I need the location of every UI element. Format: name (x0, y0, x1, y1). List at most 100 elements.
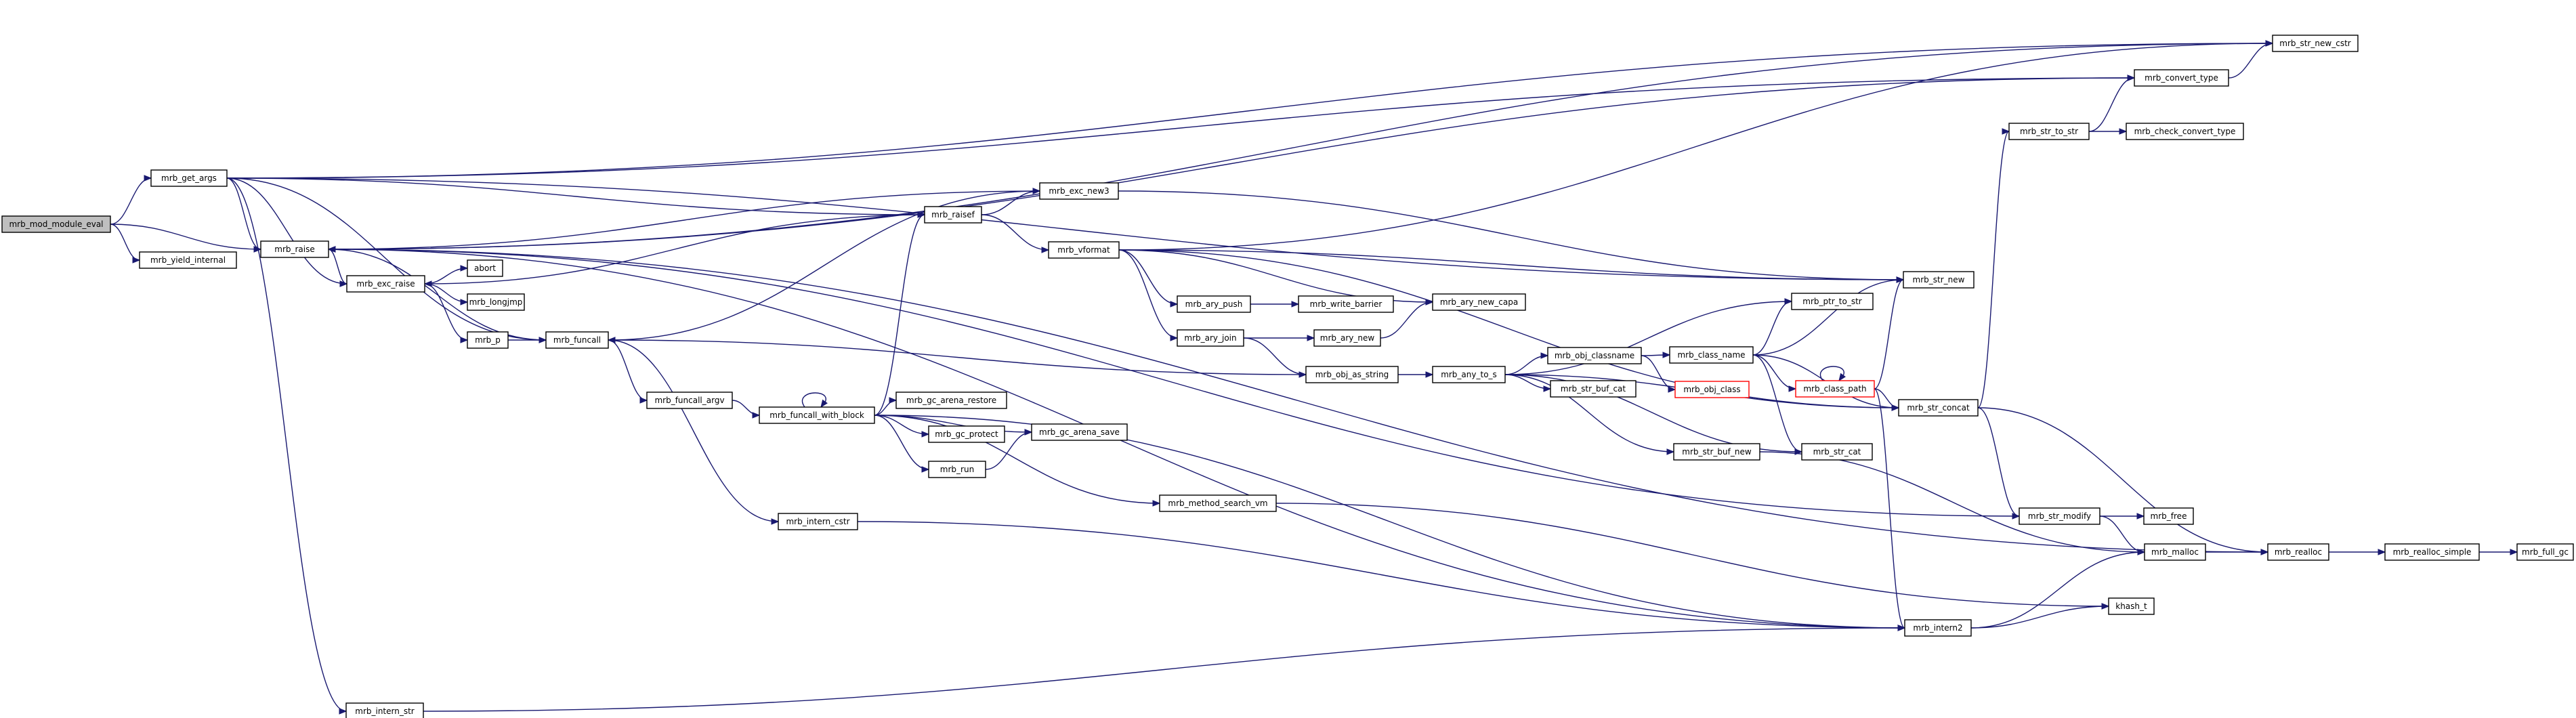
edge-mrb_raisef-to-mrb_exc_raise-arrowhead (423, 280, 432, 287)
node-mrb_gc_arena_restore[interactable]: mrb_gc_arena_restore (895, 392, 1007, 409)
node-mrb_str_new_cstr[interactable]: mrb_str_new_cstr (2272, 35, 2359, 52)
node-box-mrb_str_to_str (2008, 123, 2090, 140)
node-mrb_ary_join[interactable]: mrb_ary_join (1177, 329, 1244, 347)
node-mrb_gc_protect[interactable]: mrb_gc_protect (928, 425, 1005, 443)
edge-mrb_funcall_argv-to-mrb_funcall_with_block (732, 400, 760, 416)
edge-mrb_obj_as_string-to-mrb_funcall-arrowhead (607, 337, 616, 343)
node-khash_t[interactable]: khash_t (2108, 597, 2155, 615)
node-label-mrb_str_concat: mrb_str_concat (1907, 403, 1970, 413)
node-box-mrb_ary_new (1313, 329, 1381, 347)
node-mrb_str_modify[interactable]: mrb_str_modify (2019, 507, 2100, 525)
node-mrb_ary_new[interactable]: mrb_ary_new (1313, 329, 1381, 347)
node-box-mrb_class_name (1669, 346, 1754, 364)
node-label-mrb_intern2: mrb_intern2 (1913, 623, 1962, 633)
node-mrb_raisef[interactable]: mrb_raisef (924, 206, 982, 224)
node-mrb_funcall_argv[interactable]: mrb_funcall_argv (646, 392, 733, 409)
node-label-mrb_convert_type: mrb_convert_type (2145, 73, 2218, 83)
edge-mrb_intern_str-to-mrb_intern2 (423, 627, 1905, 712)
edge-mrb_ary_push-to-mrb_write_barrier-arrowhead (1291, 301, 1300, 308)
node-label-mrb_ptr_to_str: mrb_ptr_to_str (1802, 297, 1862, 306)
node-mrb_p[interactable]: mrb_p (467, 331, 509, 349)
edge-mrb_raise-to-mrb_exc_raise (328, 249, 347, 284)
node-box-mrb_realloc (2267, 543, 2329, 561)
edge-mrb_any_to_s-to-mrb_obj_classname-arrowhead (1540, 352, 1549, 359)
node-mrb_str_concat[interactable]: mrb_str_concat (1898, 399, 1979, 417)
node-mrb_any_to_s[interactable]: mrb_any_to_s (1432, 366, 1506, 383)
node-box-khash_t (2108, 597, 2155, 615)
node-mrb_str_new[interactable]: mrb_str_new (1903, 271, 1975, 289)
node-box-mrb_check_convert_type (2126, 123, 2244, 140)
node-mrb_realloc_simple[interactable]: mrb_realloc_simple (2384, 543, 2480, 561)
node-box-mrb_exc_raise (346, 275, 425, 293)
edge-mrb_any_to_s-to-mrb_str_buf_new-arrowhead (1666, 448, 1675, 455)
node-label-mrb_yield_internal: mrb_yield_internal (150, 255, 226, 265)
node-abort[interactable]: abort (467, 259, 503, 277)
node-label-mrb_str_modify: mrb_str_modify (2028, 511, 2091, 521)
nodes-layer: mrb_mod_module_eval mrb_get_args mrb_raise… (1, 35, 2574, 718)
node-label-mrb_gc_protect: mrb_gc_protect (935, 429, 998, 439)
node-mrb_vformat[interactable]: mrb_vformat (1048, 241, 1120, 259)
node-mrb_free[interactable]: mrb_free (2143, 507, 2194, 525)
edge-mrb_raise-to-mrb_exc_raise-arrowhead (339, 280, 348, 287)
node-mrb_ary_new_capa[interactable]: mrb_ary_new_capa (1432, 293, 1526, 311)
node-label-mrb_gc_arena_save: mrb_gc_arena_save (1039, 427, 1120, 437)
node-box-mrb_method_search_vm (1159, 494, 1277, 512)
edge-mrb_class_path-to-mrb_class_path-arrowhead (1838, 373, 1846, 382)
node-box-mrb_realloc_simple (2384, 543, 2480, 561)
node-mrb_obj_classname[interactable]: mrb_obj_classname (1547, 347, 1642, 364)
node-mrb_mod_module_eval[interactable]: mrb_mod_module_eval (1, 215, 111, 233)
edge-mrb_method_search_vm-to-khash_t (1275, 503, 2109, 607)
edge-mrb_raise-to-mrb_exc_new3 (328, 190, 1040, 250)
node-mrb_convert_type[interactable]: mrb_convert_type (2134, 69, 2229, 87)
node-mrb_raise[interactable]: mrb_raise (260, 240, 329, 258)
node-mrb_intern_cstr[interactable]: mrb_intern_cstr (778, 513, 858, 530)
node-mrb_class_path[interactable]: mrb_class_path (1795, 380, 1875, 398)
edge-mrb_exc_raise-to-abort-arrowhead (460, 265, 469, 272)
node-label-mrb_obj_class: mrb_obj_class (1683, 385, 1740, 394)
node-mrb_check_convert_type[interactable]: mrb_check_convert_type (2126, 123, 2244, 140)
edge-mrb_raisef-to-mrb_exc_raise (424, 214, 925, 284)
node-mrb_ary_push[interactable]: mrb_ary_push (1177, 295, 1251, 313)
node-mrb_get_args[interactable]: mrb_get_args (150, 169, 228, 187)
node-mrb_obj_as_string[interactable]: mrb_obj_as_string (1305, 366, 1399, 383)
edge-mrb_vformat-to-mrb_ary_push (1118, 249, 1178, 305)
node-mrb_obj_class[interactable]: mrb_obj_class (1674, 381, 1750, 398)
node-mrb_intern_str[interactable]: mrb_intern_str (345, 702, 424, 718)
node-mrb_realloc[interactable]: mrb_realloc (2267, 543, 2329, 561)
node-mrb_write_barrier[interactable]: mrb_write_barrier (1298, 295, 1394, 313)
edge-mrb_exc_raise-to-mrb_longjmp-arrowhead (460, 299, 469, 305)
edge-mrb_get_args-to-mrb_str_new (226, 177, 1904, 280)
edge-mrb_vformat-to-mrb_ary_push-arrowhead (1170, 301, 1179, 308)
node-mrb_str_to_str[interactable]: mrb_str_to_str (2008, 123, 2090, 140)
edge-mrb_funcall_with_block-to-mrb_run-arrowhead (921, 466, 930, 473)
node-mrb_str_cat[interactable]: mrb_str_cat (1801, 443, 1873, 461)
node-mrb_exc_raise[interactable]: mrb_exc_raise (346, 275, 425, 293)
node-mrb_full_gc[interactable]: mrb_full_gc (2516, 543, 2574, 561)
node-mrb_intern2[interactable]: mrb_intern2 (1904, 619, 1972, 637)
edge-mrb_funcall-to-mrb_raise (328, 249, 547, 341)
node-label-mrb_full_gc: mrb_full_gc (2522, 547, 2569, 557)
node-box-mrb_full_gc (2516, 543, 2574, 561)
edges-layer (110, 40, 2518, 715)
node-mrb_str_buf_cat[interactable]: mrb_str_buf_cat (1550, 380, 1637, 398)
node-mrb_run[interactable]: mrb_run (928, 461, 986, 478)
node-mrb_funcall_with_block[interactable]: mrb_funcall_with_block (759, 406, 875, 424)
node-mrb_yield_internal[interactable]: mrb_yield_internal (139, 251, 237, 269)
node-mrb_method_search_vm[interactable]: mrb_method_search_vm (1159, 494, 1277, 512)
node-mrb_exc_new3[interactable]: mrb_exc_new3 (1039, 182, 1119, 200)
node-label-mrb_mod_module_eval: mrb_mod_module_eval (9, 219, 103, 229)
node-label-mrb_intern_cstr: mrb_intern_cstr (786, 517, 849, 526)
node-mrb_funcall[interactable]: mrb_funcall (545, 331, 609, 349)
node-mrb_class_name[interactable]: mrb_class_name (1669, 346, 1754, 364)
node-mrb_malloc[interactable]: mrb_malloc (2144, 543, 2206, 561)
edge-mrb_realloc-to-mrb_realloc_simple-arrowhead (2378, 549, 2386, 555)
node-mrb_gc_arena_save[interactable]: mrb_gc_arena_save (1031, 423, 1128, 441)
node-mrb_longjmp[interactable]: mrb_longjmp (467, 293, 525, 311)
edge-mrb_funcall-to-mrb_intern_cstr (608, 339, 779, 522)
node-box-mrb_p (467, 331, 509, 349)
node-mrb_str_buf_new[interactable]: mrb_str_buf_new (1673, 443, 1760, 461)
node-box-mrb_exc_new3 (1039, 182, 1119, 200)
node-label-mrb_realloc_simple: mrb_realloc_simple (2393, 547, 2472, 557)
edge-mrb_funcall_with_block-to-mrb_method_search_vm-arrowhead (1152, 500, 1161, 507)
node-mrb_ptr_to_str[interactable]: mrb_ptr_to_str (1791, 293, 1874, 310)
